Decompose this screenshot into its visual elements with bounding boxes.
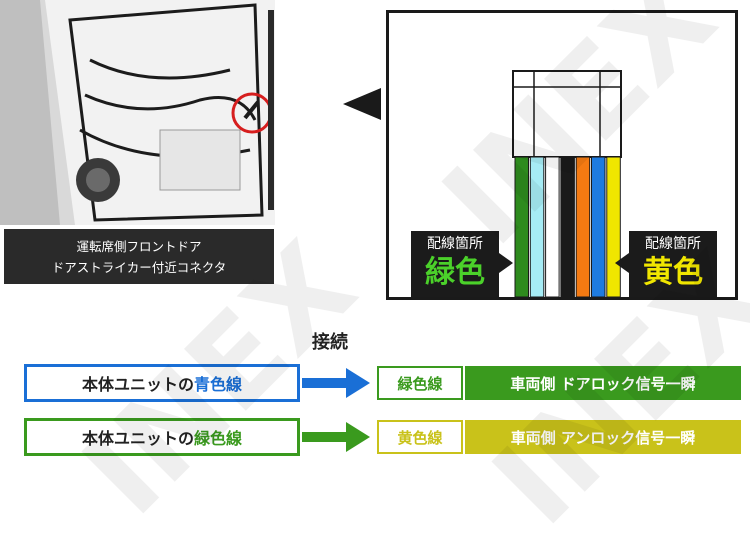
vehicle-wire-box-2: 黄色線 bbox=[377, 420, 463, 454]
left-wire-label: 配線箇所 緑色 bbox=[411, 231, 499, 297]
unit-prefix-2: 本体ユニットの bbox=[81, 429, 194, 448]
unit-color-word-1: 青色線 bbox=[194, 375, 243, 394]
wire-3 bbox=[545, 156, 560, 297]
right-label-pointer bbox=[615, 253, 629, 273]
door-illustration bbox=[0, 0, 275, 225]
connector-housing bbox=[512, 70, 622, 158]
door-photo bbox=[0, 0, 275, 225]
wire-1 bbox=[514, 156, 529, 297]
wire-bundle bbox=[514, 156, 621, 297]
unit-wire-box-1: 本体ユニットの青色線 bbox=[24, 364, 300, 402]
signal-box-2: 車両側 アンロック信号一瞬 bbox=[465, 420, 741, 454]
signal-box-1: 車両側 ドアロック信号一瞬 bbox=[465, 366, 741, 400]
wire-5 bbox=[575, 156, 591, 297]
wire-4 bbox=[560, 156, 575, 297]
pointer-triangle bbox=[343, 88, 381, 120]
unit-wire-box-2: 本体ユニットの緑色線 bbox=[24, 418, 300, 456]
wire-7 bbox=[606, 156, 621, 297]
wire-6 bbox=[591, 156, 606, 297]
connect-label: 接続 bbox=[312, 332, 348, 353]
connector-panel: 配線箇所 緑色 配線箇所 黄色 bbox=[386, 10, 738, 300]
left-label-small: 配線箇所 bbox=[427, 236, 483, 252]
arrow-2 bbox=[302, 422, 370, 452]
right-label-big: 黄色 bbox=[643, 255, 703, 290]
left-label-big: 緑色 bbox=[425, 255, 485, 290]
vehicle-wire-box-1: 緑色線 bbox=[377, 366, 463, 400]
wire-2 bbox=[529, 156, 545, 297]
right-wire-label: 配線箇所 黄色 bbox=[629, 231, 717, 297]
photo-caption: 運転席側フロントドア ドアストライカー付近コネクタ bbox=[4, 229, 274, 284]
left-label-pointer bbox=[499, 253, 513, 273]
caption-line-1: 運転席側フロントドア bbox=[76, 238, 202, 254]
connector-diagram bbox=[512, 70, 622, 297]
unit-prefix-1: 本体ユニットの bbox=[81, 375, 194, 394]
caption-line-2: ドアストライカー付近コネクタ bbox=[51, 259, 227, 275]
unit-color-word-2: 緑色線 bbox=[194, 429, 243, 448]
arrow-1 bbox=[302, 368, 370, 398]
right-label-small: 配線箇所 bbox=[645, 236, 701, 252]
